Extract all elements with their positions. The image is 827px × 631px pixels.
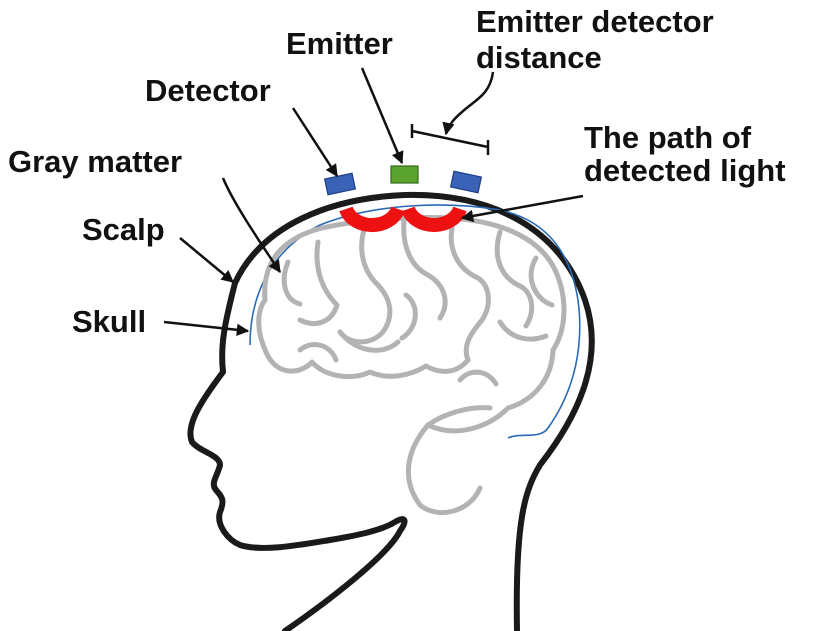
emitter-arrow [362,68,402,163]
distance-bracket [412,124,488,155]
detector-arrow [293,108,337,176]
gray-matter-label: Gray matter [8,146,182,177]
head-outline [190,195,591,631]
light-path-left [346,209,398,225]
distance-label-line1: Emitter detector [476,6,714,37]
skull-label: Skull [72,306,146,337]
distance-arrow [446,72,493,134]
brain [259,217,564,512]
scalp-arrow [180,238,233,282]
scalp-label: Scalp [82,214,165,245]
detector-label: Detector [145,75,271,106]
emitter-square [391,166,418,183]
detector-right [451,171,482,192]
light-path-label-line1: The path of [584,122,751,153]
detector-left [325,173,356,194]
distance-label-line2: distance [476,42,602,73]
skull-arrow [164,322,248,331]
light-path-label-line2: detected light [584,155,786,186]
emitter-label: Emitter [286,28,393,59]
